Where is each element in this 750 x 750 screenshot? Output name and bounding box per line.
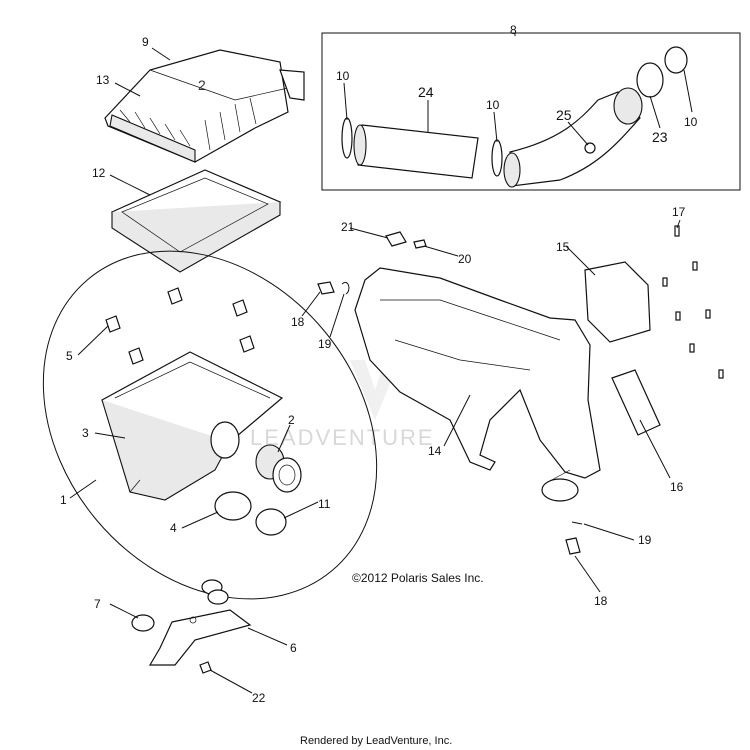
callout-6: 6 [290, 641, 297, 655]
part-20-screw [413, 239, 427, 249]
part-10-clamp-a [341, 117, 353, 159]
part-22-screw [199, 661, 212, 674]
callout-15: 15 [556, 240, 570, 254]
part-15-foam [584, 261, 651, 343]
callout-17: 17 [672, 205, 686, 219]
part-6-bracket [148, 609, 252, 666]
part-12-air-filter [110, 169, 282, 273]
callout-13: 13 [96, 73, 110, 87]
part-18-drain-b [565, 537, 581, 555]
part-7-grommets [131, 579, 229, 632]
callout-25: 25 [556, 107, 572, 123]
part-19-clip-a [341, 281, 350, 295]
callout-3: 3 [82, 426, 89, 440]
assembly-1-outline [42, 250, 378, 600]
callout-4: 4 [170, 521, 177, 535]
callout-10-b: 10 [486, 98, 500, 112]
callout-16: 16 [670, 480, 684, 494]
callout-10-a: 10 [336, 69, 350, 83]
part-11-clamp [255, 508, 287, 536]
part-25-elbow-duct [503, 87, 643, 188]
callout-1: 1 [60, 493, 67, 507]
callout-8: 8 [510, 23, 517, 37]
part-4-clamp [214, 491, 252, 521]
part-10-clamp-b [491, 139, 503, 177]
part-14-intake-silencer [354, 267, 601, 502]
part-24-tube [353, 124, 479, 179]
callout-18-a: 18 [291, 315, 305, 329]
footer-credit: Rendered by LeadVenture, Inc. [300, 735, 452, 747]
part-17-screws [662, 225, 724, 379]
watermark-text: LEADVENTURE [250, 425, 435, 450]
part-18-drain-a [317, 281, 335, 295]
callout-5: 5 [66, 349, 73, 363]
callout-19-b: 19 [638, 533, 652, 547]
part-10-clamp-c [664, 46, 688, 74]
copyright-text: ©2012 Polaris Sales Inc. [352, 571, 484, 585]
callout-14: 14 [428, 444, 442, 458]
callout-7: 7 [94, 597, 101, 611]
part-23-coupler-ring [636, 62, 664, 98]
part-9-airbox-cover: 2 [104, 49, 305, 163]
callout-23: 23 [652, 129, 668, 145]
svg-text:2: 2 [198, 77, 206, 93]
callout-18-b: 18 [594, 594, 608, 608]
callout-11: 11 [318, 497, 331, 511]
callout-10-c: 10 [684, 115, 698, 129]
part-5-clips [105, 287, 255, 365]
leader-lines [69, 33, 693, 694]
callout-24: 24 [418, 84, 434, 100]
kit-8-box [321, 32, 741, 191]
part-19-clip-b [571, 521, 583, 525]
part-16-foam [611, 369, 661, 436]
part-2-coupler [255, 444, 302, 493]
callout-19-a: 19 [318, 337, 332, 351]
callout-22: 22 [252, 691, 266, 705]
callout-2: 2 [288, 413, 295, 427]
callout-20: 20 [458, 252, 472, 266]
part-3-airbox-base [101, 351, 284, 501]
part-21-bracket [385, 231, 407, 247]
callout-21: 21 [341, 220, 355, 234]
callout-12: 12 [92, 166, 106, 180]
callout-9: 9 [142, 35, 149, 49]
